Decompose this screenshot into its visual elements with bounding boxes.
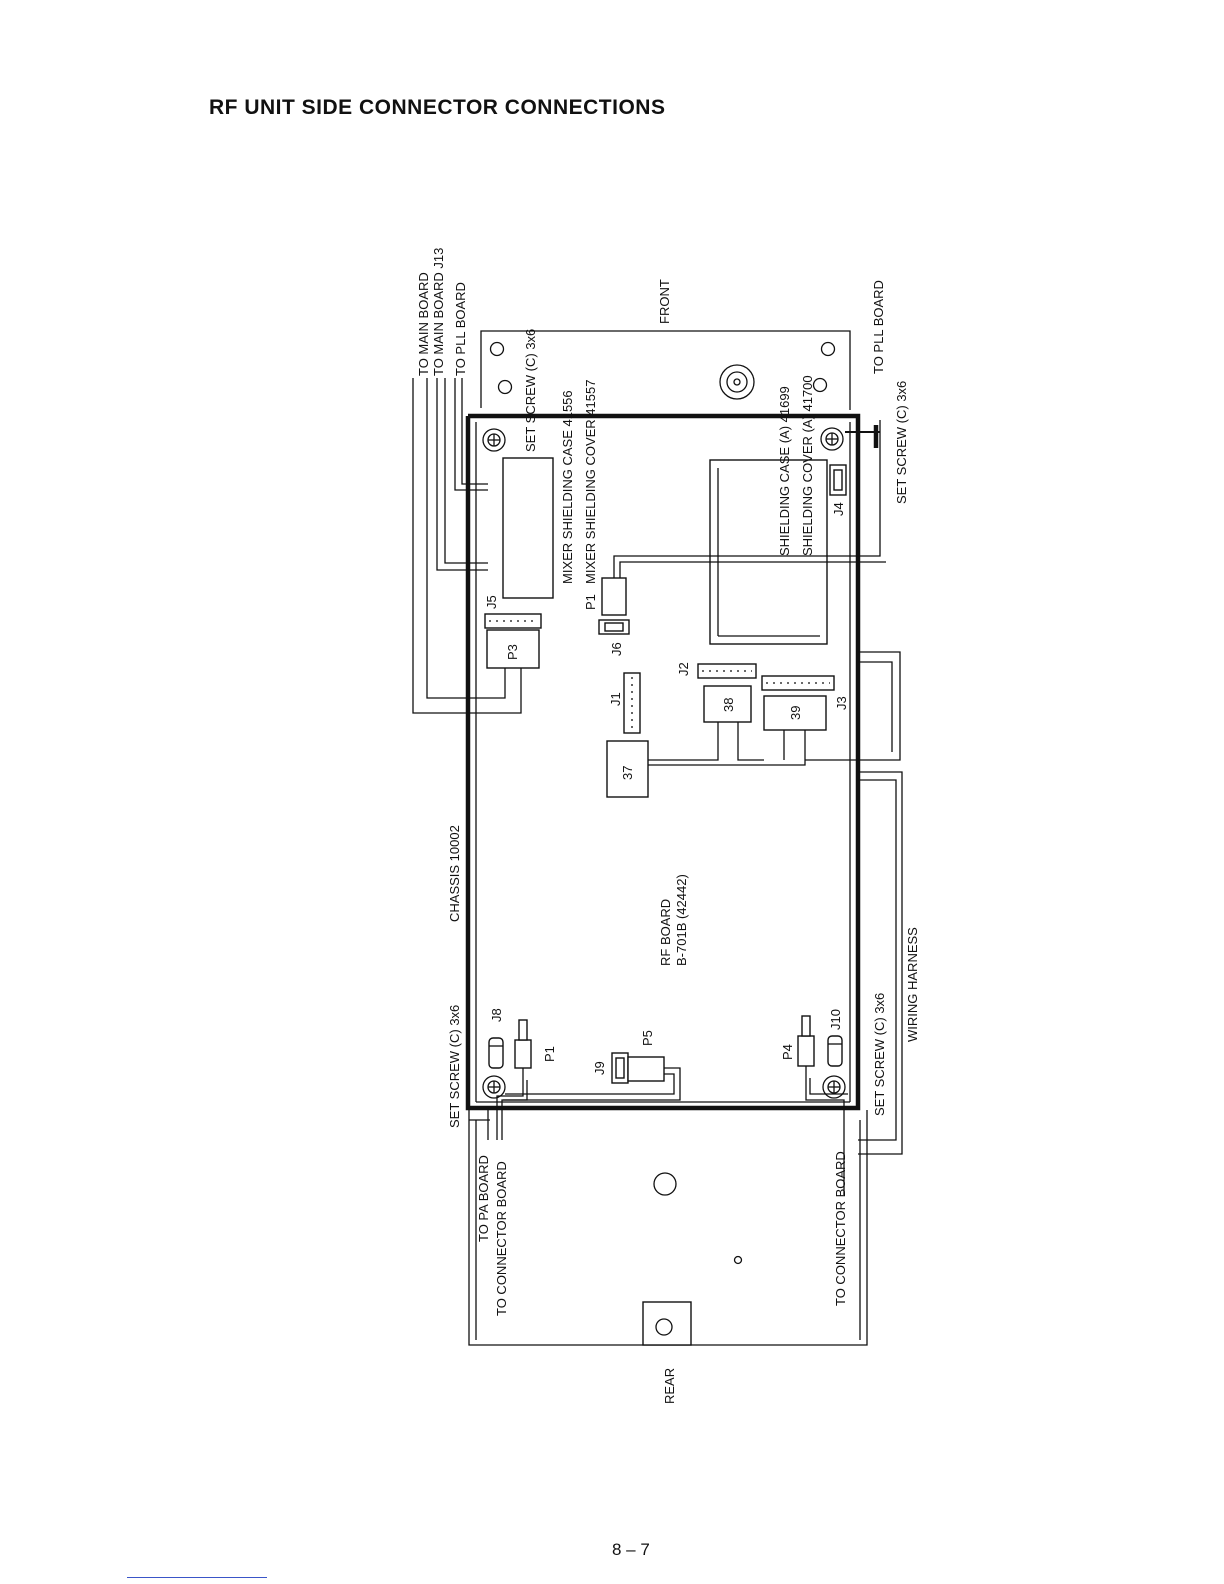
label-37: 37 (620, 766, 635, 780)
plug-p3 (486, 629, 540, 669)
label-j4: J4 (831, 502, 846, 516)
footer-rule (127, 1577, 267, 1578)
connector-j6 (598, 619, 630, 635)
rear-hole (655, 1318, 673, 1336)
connector-j4 (829, 464, 847, 496)
small-hole (733, 1255, 743, 1265)
plug-37 (606, 740, 649, 798)
label-j5: J5 (484, 595, 499, 609)
mount-hole (653, 1172, 677, 1196)
plug-39 (763, 695, 827, 731)
label-to-main-board: TO MAIN BOARD (416, 272, 431, 376)
label-mixer-case: MIXER SHIELDING CASE 41556 (560, 390, 575, 584)
connector-j9 (611, 1052, 629, 1084)
label-38: 38 (721, 698, 736, 712)
plug-p5 (627, 1056, 665, 1082)
mixer-shielding-case (502, 457, 554, 599)
wiring (412, 378, 903, 1195)
label-to-main-board-j13: TO MAIN BOARD J13 (431, 248, 446, 376)
rf-board (465, 413, 861, 1111)
label-to-pll-board-right: TO PLL BOARD (871, 280, 886, 374)
label-p5: P5 (640, 1030, 655, 1046)
label-j3: J3 (834, 696, 849, 710)
connector-j2 (697, 663, 757, 679)
plug-p4 (797, 1015, 815, 1078)
label-to-connector-board-right: TO CONNECTOR BOARD (833, 1151, 848, 1306)
label-j8: J8 (489, 1008, 504, 1022)
label-39: 39 (788, 706, 803, 720)
label-shield-cover: SHIELDING COVER (A) 41700 (800, 375, 815, 556)
connector-j1 (623, 672, 641, 734)
screw-bottom-right (822, 1075, 846, 1099)
screw-bottom-left (482, 1075, 506, 1099)
label-j10: J10 (828, 1009, 843, 1030)
page-number: 8 – 7 (612, 1540, 650, 1559)
label-rf-board-part: B-701B (42442) (674, 874, 689, 966)
screw-top-right (820, 427, 844, 451)
label-shield-case: SHIELDING CASE (A) 41699 (777, 386, 792, 556)
label-j9: J9 (592, 1061, 607, 1075)
label-j2: J2 (676, 662, 691, 676)
label-set-screw-bottom-right: SET SCREW (C) 3x6 (872, 993, 887, 1116)
page-title: RF UNIT SIDE CONNECTOR CONNECTIONS (209, 96, 666, 119)
shielding-case-a (709, 459, 828, 645)
label-to-pll-board-top: TO PLL BOARD (453, 282, 468, 376)
front-plate (480, 330, 851, 410)
connector-j3 (761, 675, 835, 691)
screw-top-left (482, 428, 506, 452)
label-j1: J1 (608, 692, 623, 706)
label-to-pa-board: TO PA BOARD (476, 1155, 491, 1242)
front-knob (719, 364, 755, 400)
label-chassis: CHASSIS 10002 (447, 825, 462, 922)
label-set-screw-top-right: SET SCREW (C) 3x6 (894, 381, 909, 504)
label-front: FRONT (657, 279, 672, 324)
label-p1-top: P1 (583, 594, 598, 610)
label-wiring-harness: WIRING HARNESS (905, 927, 920, 1042)
plug-38 (703, 685, 752, 723)
label-p1-bottom: P1 (542, 1046, 557, 1062)
label-p4: P4 (780, 1044, 795, 1060)
connector-j5 (484, 613, 542, 629)
connector-j8 (488, 1037, 504, 1069)
label-p3: P3 (505, 644, 520, 660)
connector-j10 (827, 1035, 843, 1067)
label-j6: J6 (609, 642, 624, 656)
plug-p1-top (601, 577, 627, 616)
label-set-screw-top-left: SET SCREW (C) 3x6 (523, 329, 538, 452)
rear-bracket (642, 1301, 692, 1346)
label-rear: REAR (662, 1368, 677, 1404)
labels: TO MAIN BOARD TO MAIN BOARD J13 TO PLL B… (416, 248, 920, 1404)
label-to-connector-board-left: TO CONNECTOR BOARD (494, 1161, 509, 1316)
label-set-screw-bottom-left: SET SCREW (C) 3x6 (447, 1005, 462, 1128)
plug-p1-bottom (514, 1019, 532, 1080)
label-rf-board: RF BOARD (658, 899, 673, 966)
label-mixer-cover: MIXER SHIELDING COVER 41557 (583, 380, 598, 584)
